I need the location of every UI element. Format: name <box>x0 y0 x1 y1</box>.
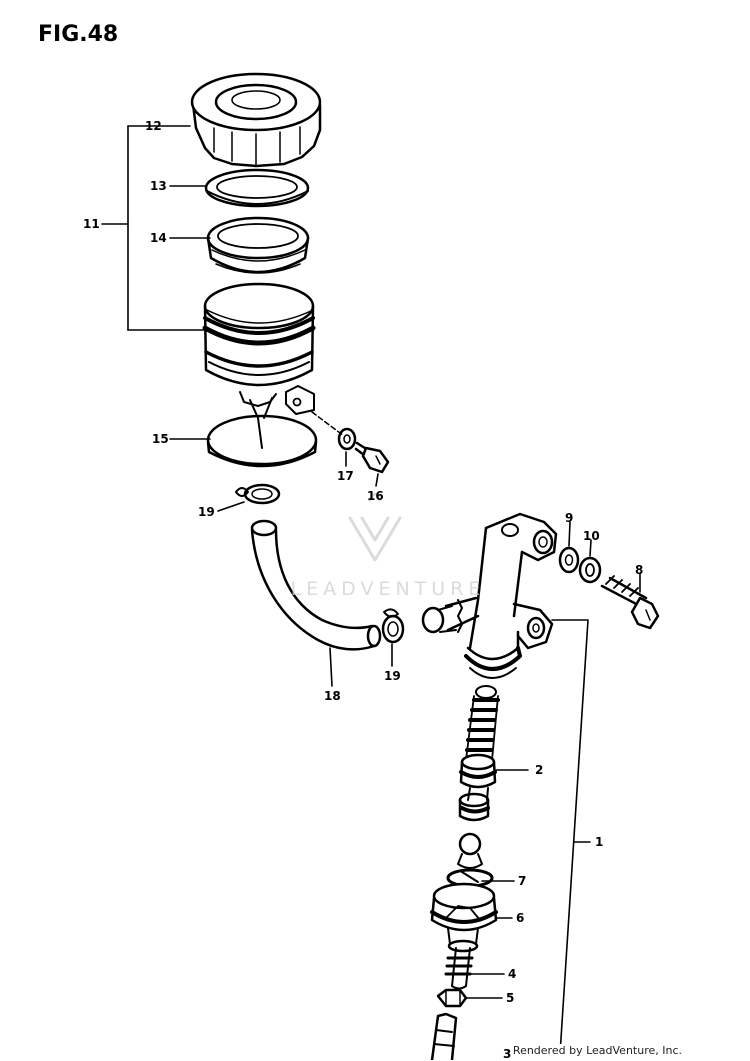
callout-16: 16 <box>367 489 384 503</box>
reservoir-cap <box>190 72 322 168</box>
piston-assembly <box>458 685 500 822</box>
boot-6 <box>430 882 498 953</box>
hose-18 <box>250 519 382 651</box>
callout-13: 13 <box>150 179 167 193</box>
callout-12: 12 <box>145 119 162 133</box>
render-credit: Rendered by LeadVenture, Inc. <box>510 1044 684 1057</box>
watermark-text: LEADVENTURE <box>290 578 486 600</box>
callout-17: 17 <box>337 469 354 483</box>
washer-9 <box>558 546 580 574</box>
lock-nut-5 <box>436 988 468 1008</box>
master-cylinder-body <box>421 512 558 679</box>
callout-2: 2 <box>535 763 544 777</box>
callout-4: 4 <box>508 967 517 981</box>
pushrod-ball <box>457 832 483 869</box>
callout-3: 3 <box>503 1047 512 1061</box>
callout-14: 14 <box>150 231 167 245</box>
clevis-3 <box>430 1012 458 1060</box>
reservoir-bracket <box>206 385 345 468</box>
hose-clip-lower <box>381 608 405 644</box>
figure-title: FIG.48 <box>38 22 119 47</box>
callout-6: 6 <box>516 911 525 925</box>
reservoir-diaphragm <box>206 216 310 274</box>
callout-9: 9 <box>565 511 574 525</box>
reservoir-plate <box>204 168 310 208</box>
bolt-8 <box>600 575 660 630</box>
callout-8: 8 <box>635 563 644 577</box>
watermark-logo <box>348 492 402 562</box>
callout-11: 11 <box>83 217 100 231</box>
hose-clip-upper <box>235 483 281 505</box>
callout-5: 5 <box>506 991 515 1005</box>
pushrod-4 <box>444 947 474 990</box>
callout-7: 7 <box>518 874 527 888</box>
bolt-16 <box>354 441 390 474</box>
callout-10: 10 <box>583 529 600 543</box>
callout-18: 18 <box>324 689 341 703</box>
callout-1: 1 <box>595 835 604 849</box>
nut-10 <box>578 556 602 584</box>
callout-19-lower: 19 <box>384 669 401 683</box>
callout-15: 15 <box>152 432 169 446</box>
callout-19-upper: 19 <box>198 505 215 519</box>
washer-17 <box>337 427 357 451</box>
